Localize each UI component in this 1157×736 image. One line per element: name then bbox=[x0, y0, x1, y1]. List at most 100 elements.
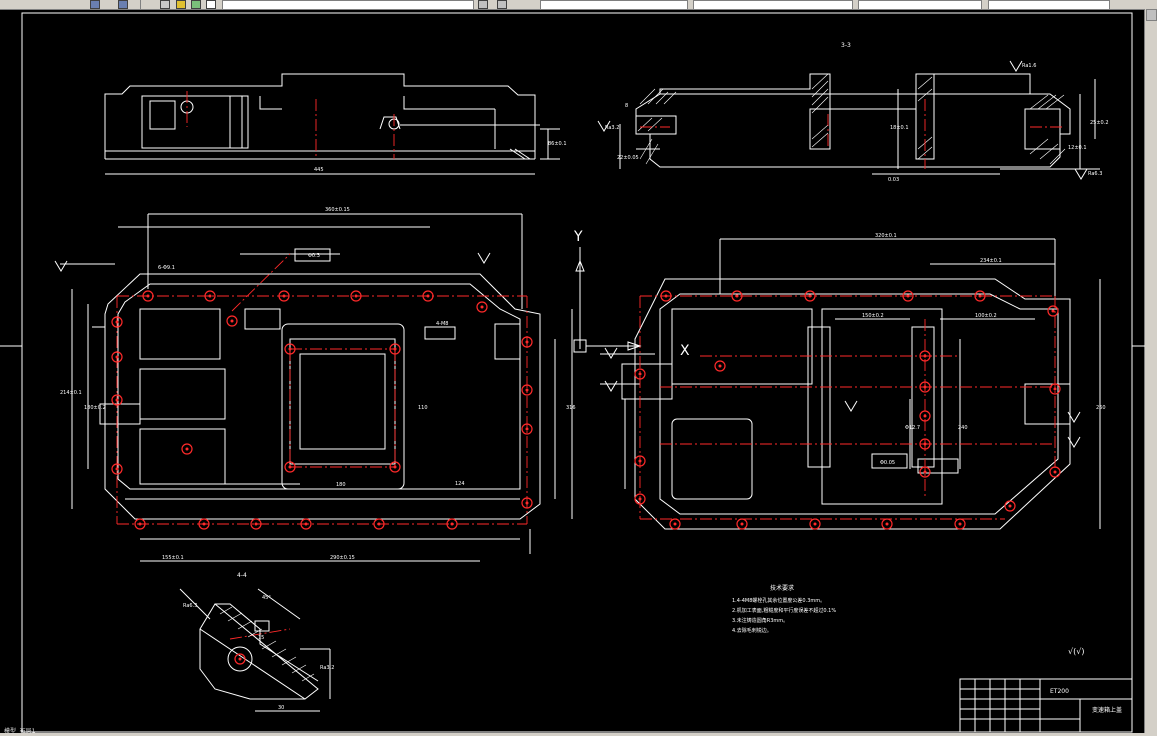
top-toolbar bbox=[0, 0, 1157, 10]
bolt-hole-center bbox=[288, 347, 292, 351]
axis-x-label: X bbox=[680, 343, 690, 359]
bolt-hole bbox=[919, 466, 931, 478]
scroll-thumb[interactable] bbox=[1146, 9, 1157, 21]
dim-plan-bottom-left: 155±0.1 bbox=[162, 555, 184, 561]
dim-right-mid: 150±0.2 bbox=[862, 313, 884, 319]
bolt-hole bbox=[1049, 383, 1061, 395]
bolt-hole-center bbox=[480, 305, 484, 309]
bolt-hole-center bbox=[638, 497, 642, 501]
tol-right: Φ0.05 bbox=[880, 460, 895, 466]
linetype-dropdown[interactable] bbox=[693, 0, 853, 10]
bolt-hole-center bbox=[525, 427, 529, 431]
bolt-hole-center bbox=[664, 294, 668, 298]
drawing-canvas[interactable]: 3-3 4-4 Y X 445 86±0.1 360±0.15 316 214±… bbox=[0, 9, 1145, 733]
bolt-hole-center bbox=[525, 501, 529, 505]
bolt-hole-center bbox=[254, 522, 258, 526]
dim-right-sub: Φ12.7 bbox=[905, 425, 920, 431]
tol-sec3: 0.03 bbox=[888, 177, 899, 183]
dim-plan-right-h: 110 bbox=[418, 405, 428, 411]
bolt-hole bbox=[714, 360, 726, 372]
bolt-hole-center bbox=[393, 465, 397, 469]
dim-sec3-h2: 25±0.2 bbox=[1090, 120, 1109, 126]
bolt-hole-center bbox=[354, 294, 358, 298]
dim-plan-left-height: 214±0.1 bbox=[60, 390, 82, 396]
bolt-hole-center bbox=[958, 522, 962, 526]
bolt-hole-center bbox=[638, 459, 642, 463]
dim-sec3-left-h: 8 bbox=[625, 103, 628, 109]
sun-icon[interactable] bbox=[176, 0, 186, 9]
lineweight-dropdown[interactable] bbox=[858, 0, 982, 10]
bolt-hole bbox=[422, 290, 434, 302]
bolt-hole-center bbox=[115, 467, 119, 471]
section-4-4 bbox=[179, 588, 331, 712]
bolt-hole bbox=[300, 518, 312, 530]
bolt-hole bbox=[521, 336, 533, 348]
ra-label-2: Ra1.6 bbox=[1022, 63, 1036, 69]
lock-icon[interactable] bbox=[191, 0, 201, 9]
bolt-hole-center bbox=[923, 470, 927, 474]
bulb-icon[interactable] bbox=[160, 0, 170, 9]
bolt-hole bbox=[902, 290, 914, 302]
layout-tabs[interactable]: 模型 布局1 bbox=[4, 728, 36, 735]
dim-right-top: 234±0.1 bbox=[980, 258, 1002, 264]
bolt-hole-center bbox=[735, 294, 739, 298]
layer-previous-icon[interactable] bbox=[497, 0, 507, 9]
tech-req-item-3: 3.未注铸造圆角R3mm。 bbox=[732, 617, 788, 624]
bolt-hole bbox=[111, 316, 123, 328]
bolt-hole bbox=[181, 443, 193, 455]
bolt-hole-center bbox=[1051, 309, 1055, 313]
make-current-icon[interactable] bbox=[478, 0, 488, 9]
color-dropdown[interactable] bbox=[540, 0, 688, 10]
bolt-hole bbox=[389, 461, 401, 473]
bolt-hole bbox=[111, 394, 123, 406]
bolt-hole bbox=[660, 290, 672, 302]
sec4-angle: 45° bbox=[262, 595, 271, 601]
bolt-hole bbox=[521, 384, 533, 396]
center-lines bbox=[116, 91, 1065, 640]
note-plan-holes: 6-Φ9.1 bbox=[158, 265, 175, 271]
roughness-note: √(√) bbox=[1068, 647, 1084, 656]
dim-plan-height: 316 bbox=[566, 405, 576, 411]
title-block bbox=[959, 678, 1133, 733]
bolt-hole bbox=[731, 290, 743, 302]
dim-plan-bottom-mid: 180 bbox=[336, 482, 346, 488]
tech-req-item-1: 1.4-4M8螺栓孔其余位置度公差0.3mm。 bbox=[732, 597, 825, 604]
bolt-hole bbox=[954, 518, 966, 530]
layer-state-icon[interactable] bbox=[118, 0, 128, 9]
bolt-hole-center bbox=[923, 385, 927, 389]
bolt-hole-center bbox=[450, 522, 454, 526]
bolt-hole bbox=[446, 518, 458, 530]
dim-sec3-right-h: 12±0.1 bbox=[1068, 145, 1087, 151]
bolt-hole-center bbox=[202, 522, 206, 526]
bolt-hole-center bbox=[906, 294, 910, 298]
bolt-hole-center bbox=[282, 294, 286, 298]
bolt-hole bbox=[634, 455, 646, 467]
right-plan-view bbox=[600, 238, 1101, 530]
vertical-scrollbar[interactable] bbox=[1144, 9, 1157, 733]
bolt-hole bbox=[521, 423, 533, 435]
bolt-hole bbox=[476, 301, 488, 313]
bolt-hole-center bbox=[146, 294, 150, 298]
bolt-hole bbox=[142, 290, 154, 302]
bolt-hole-center bbox=[1053, 387, 1057, 391]
layer-icon[interactable] bbox=[90, 0, 100, 9]
bolt-hole-center bbox=[393, 347, 397, 351]
note-plan-holes-m8: 4-M8 bbox=[436, 321, 448, 327]
section-hatching bbox=[637, 73, 1066, 165]
bolt-hole bbox=[350, 290, 362, 302]
plotstyle-dropdown[interactable] bbox=[988, 0, 1110, 10]
bolt-hole bbox=[919, 350, 931, 362]
ra-label-3: Ra6.3 bbox=[1088, 171, 1102, 177]
bolt-hole-center bbox=[115, 320, 119, 324]
bolt-hole-center bbox=[813, 522, 817, 526]
dim-plan-inner-height: 180±0.2 bbox=[84, 405, 106, 411]
layer-dropdown[interactable] bbox=[222, 0, 474, 10]
bolt-hole bbox=[226, 315, 238, 327]
dim-right-mid2: 100±0.2 bbox=[975, 313, 997, 319]
sec4-dim-30: 30 bbox=[278, 705, 284, 711]
bolt-hole bbox=[234, 653, 246, 665]
sec4-ra2: Ra3.2 bbox=[320, 665, 334, 671]
drawing-frame bbox=[21, 12, 1133, 733]
ra-label-1: Ra3.2 bbox=[605, 125, 619, 131]
color-swatch-icon[interactable] bbox=[206, 0, 216, 9]
